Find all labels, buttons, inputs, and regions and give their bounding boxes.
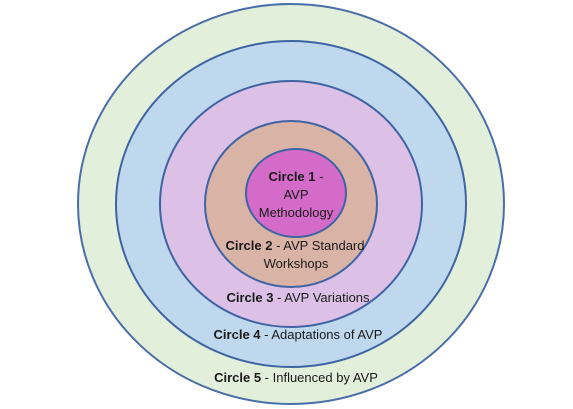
- circle-3-label-rest: - AVP Variations: [273, 290, 370, 305]
- circle-1-label-line2: AVP: [283, 187, 308, 202]
- circle-2-label-rest: - AVP Standard: [272, 238, 364, 253]
- circle-5-label: Circle 5 - Influenced by AVP: [214, 370, 378, 385]
- circle-3-label-bold: Circle 3: [226, 290, 273, 305]
- circle-1-label-bold: Circle 1: [269, 169, 316, 184]
- circle-2-label: Circle 2 - AVP Standard: [225, 238, 364, 253]
- circle-3-label: Circle 3 - AVP Variations: [226, 290, 370, 305]
- circle-5-label-rest: - Influenced by AVP: [261, 370, 378, 385]
- circle-1-label: Circle 1 -: [269, 169, 324, 184]
- circle-1-label-rest: -: [316, 169, 324, 184]
- circle-1-label-line3: Methodology: [259, 205, 334, 220]
- circle-4-label: Circle 4 - Adaptations of AVP: [214, 327, 383, 342]
- circle-4-label-bold: Circle 4: [214, 327, 262, 342]
- circle-4-label-rest: - Adaptations of AVP: [261, 327, 383, 342]
- circle-5-label-bold: Circle 5: [214, 370, 261, 385]
- circle-2-label-bold: Circle 2: [225, 238, 272, 253]
- circle-1-ring: [245, 148, 347, 238]
- circle-2-label-line2: Workshops: [264, 256, 329, 271]
